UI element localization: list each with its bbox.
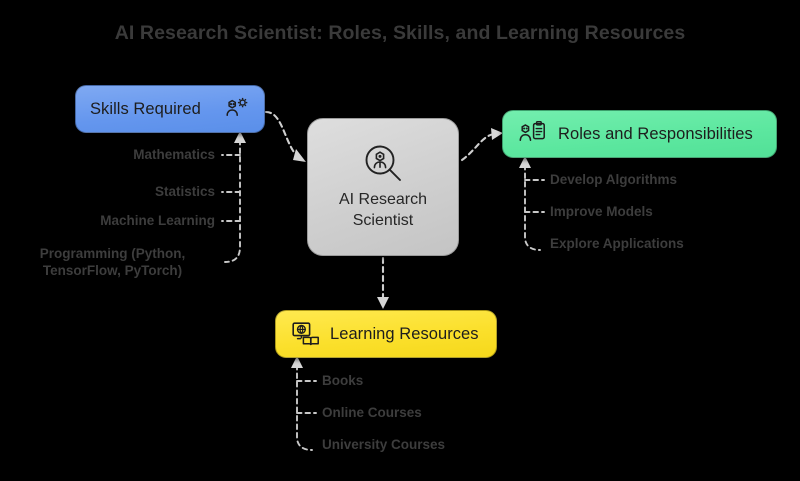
monitor-book-icon <box>290 320 320 348</box>
leaf-learning-2: University Courses <box>322 437 446 452</box>
arrowhead-roles-trunk-top <box>519 156 531 168</box>
node-skills-label: Skills Required <box>90 99 201 118</box>
leaf-learning-1: Online Courses <box>322 405 422 420</box>
node-learning-resources[interactable]: Learning Resources <box>275 310 497 358</box>
node-center-label-line2: Scientist <box>352 212 414 229</box>
wire-learning-trunk <box>296 364 313 451</box>
wire-skills-trunk <box>224 139 241 263</box>
node-roles-responsibilities[interactable]: Roles and Responsibilities <box>502 110 777 158</box>
page-title: AI Research Scientist: Roles, Skills, an… <box>114 22 686 44</box>
arrowhead-center-learning <box>377 297 389 309</box>
leaf-roles-0: Develop Algorithms <box>550 172 678 187</box>
arrowhead-skills-center <box>293 149 306 162</box>
node-center-label-line1: AI Research <box>338 191 428 209</box>
node-roles-label: Roles and Responsibilities <box>558 124 753 143</box>
leaf-skills-1: Statistics <box>154 184 215 199</box>
node-learning-label: Learning Resources <box>330 324 479 343</box>
wire-skills-to-center <box>264 110 298 157</box>
leaf-roles-1: Improve Models <box>550 204 653 219</box>
person-clipboard-icon <box>517 120 547 148</box>
arrowhead-skills-trunk-top <box>234 131 246 143</box>
node-skills-required[interactable]: Skills Required <box>75 85 265 133</box>
leaf-skills-3: Programming (Python, TensorFlow, PyTorch… <box>39 246 186 278</box>
leaf-learning-0: Books <box>322 373 364 388</box>
arrowhead-center-roles <box>491 128 503 140</box>
arrowhead-learning-trunk-top <box>291 356 303 368</box>
leaf-roles-2: Explore Applications <box>550 236 684 251</box>
node-center[interactable]: AI Research Scientist <box>307 118 459 256</box>
node-center-label: AI Research Scientist <box>339 190 427 232</box>
wire-center-to-roles <box>460 132 496 162</box>
wire-roles-trunk <box>524 164 541 251</box>
leaf-skills-2: Machine Learning <box>100 213 215 228</box>
person-gear-icon <box>224 96 250 122</box>
magnifier-person-icon <box>362 142 404 184</box>
leaf-skills-0: Mathematics <box>133 147 215 162</box>
